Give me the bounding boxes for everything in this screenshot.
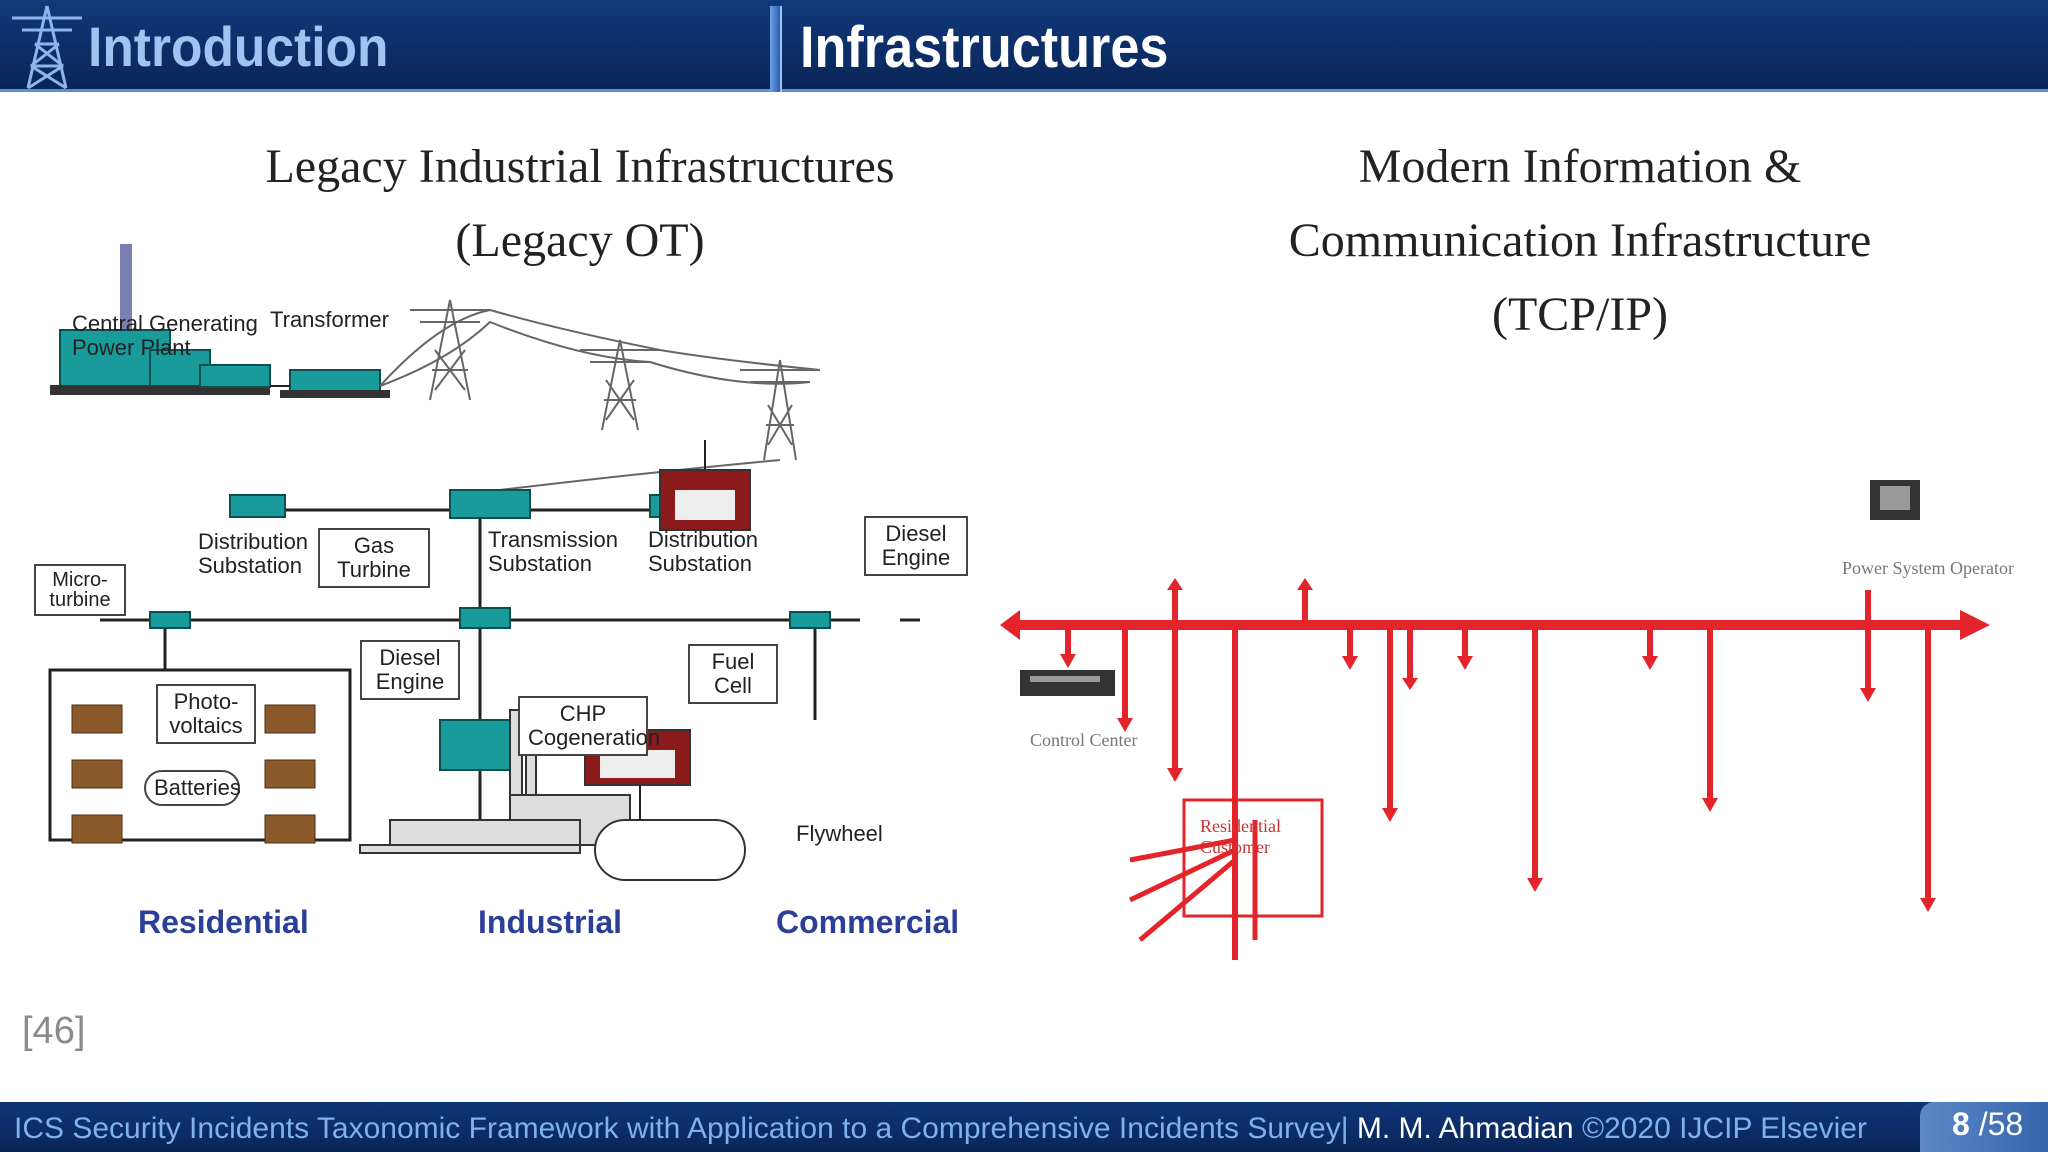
commercial-building-icon (584, 469, 751, 786)
sector-commercial: Commercial (776, 904, 960, 940)
residential-arrows (1128, 820, 1258, 942)
operator-icon (1870, 480, 1920, 520)
slide-title: Infrastructures (800, 15, 1169, 80)
modern-heading-line3: (TCP/IP) (1491, 288, 1668, 341)
flywheel-label: Flywheel (796, 821, 883, 846)
page-number: 8 /58 (1952, 1106, 2023, 1143)
power-tower-icon (12, 5, 82, 90)
photovoltaics-label: Photo-voltaics (156, 684, 256, 744)
legacy-heading: Legacy Industrial Infrastructures (Legac… (200, 130, 960, 278)
page-number-box (1920, 1102, 2048, 1152)
footer-copyright: ©2020 IJCIP Elsevier (1581, 1112, 1867, 1145)
page-total: /58 (1969, 1106, 2024, 1142)
modern-heading-line2: Communication Infrastructure (1288, 214, 1872, 267)
microturbine-label: Micro-turbine (34, 564, 126, 616)
control-center-label: Control Center (1030, 730, 1138, 750)
section-title: Introduction (88, 15, 389, 78)
footer-paper-title: ICS Security Incidents Taxonomic Framewo… (14, 1112, 1349, 1145)
network-bus (1000, 610, 1990, 640)
header-bar: Introduction Infrastructures (0, 0, 2048, 92)
title-divider (770, 6, 782, 92)
operator-label: Power System Operator (1842, 558, 2014, 578)
footer-bar: ICS Security Incidents Taxonomic Framewo… (0, 1102, 2048, 1152)
flywheel-shape (594, 819, 746, 881)
citation-reference: [46] (22, 1010, 86, 1052)
page-current: 8 (1952, 1106, 1970, 1142)
tcpip-network-diagram: Control Center Power System Operator Res… (1000, 440, 2048, 960)
footer-author: M. M. Ahmadian (1348, 1112, 1582, 1145)
power-plant-icon (50, 244, 271, 395)
sector-residential: Residential (138, 904, 309, 940)
tcpip-network-drawing (1000, 480, 1990, 960)
houses-icon (71, 704, 316, 844)
sector-industrial: Industrial (478, 904, 623, 940)
transformer-icon (280, 369, 390, 398)
network-drops (1060, 578, 1936, 960)
transformer-label: Transformer (270, 307, 389, 332)
control-center-icon (1020, 670, 1115, 696)
transmission-towers-icon (379, 299, 821, 491)
legacy-heading-line1: Legacy Industrial Infrastructures (265, 140, 895, 193)
legacy-heading-line2: (Legacy OT) (455, 214, 705, 267)
modern-heading: Modern Information & Communication Infra… (1200, 130, 1960, 352)
footer-text: ICS Security Incidents Taxonomic Framewo… (14, 1112, 1867, 1146)
batteries-label: Batteries (144, 770, 241, 806)
modern-heading-line1: Modern Information & (1358, 140, 1802, 193)
legacy-grid-drawing (48, 244, 920, 881)
